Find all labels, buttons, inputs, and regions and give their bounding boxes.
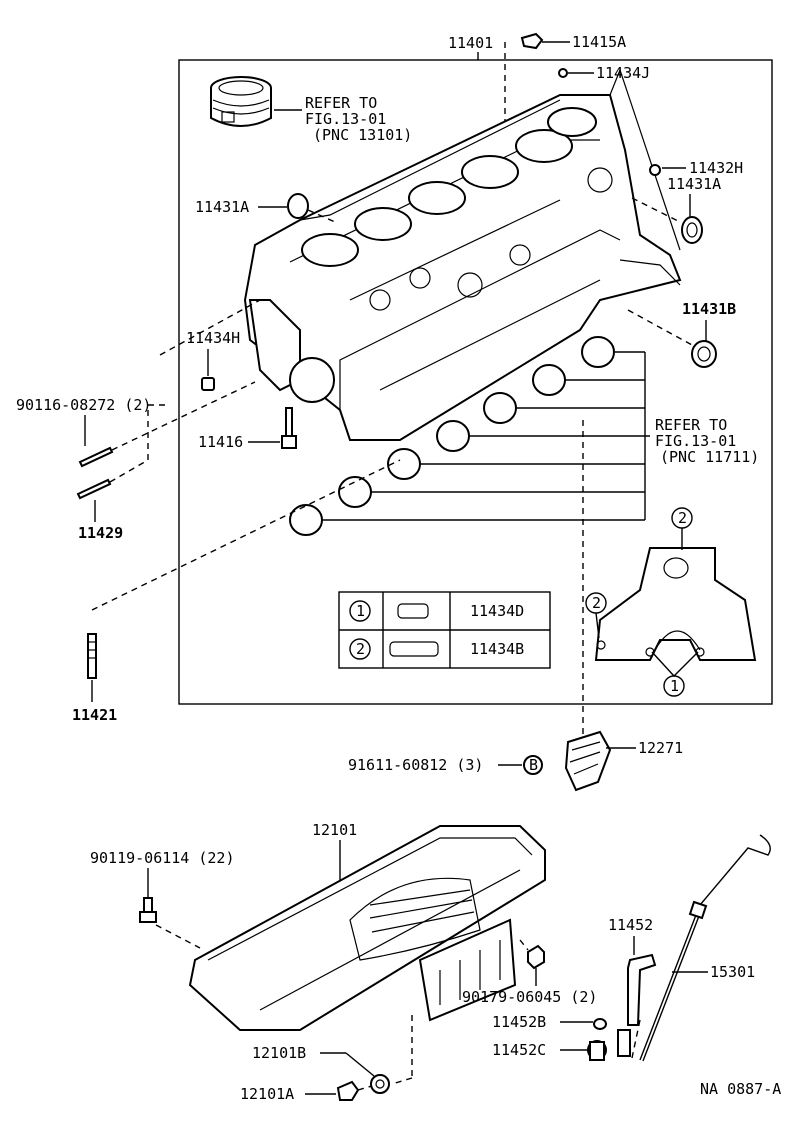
callout-90119: 90119-06114 (22) — [90, 849, 235, 867]
plug-11432H — [649, 164, 661, 176]
callout-11452: 11452 — [608, 916, 653, 934]
callout-11434H: 11434H — [186, 329, 240, 347]
callout-90116: 90116-08272 (2) — [16, 396, 151, 414]
bolt-90119 — [139, 897, 157, 923]
seal-11431B — [691, 340, 717, 368]
inset-marker-bottom-num: 1 — [670, 677, 679, 695]
callout-11415A: 11415A — [572, 33, 626, 51]
diagram-id: NA 0887-A — [700, 1080, 781, 1098]
oil-pan-12101-icon — [188, 825, 546, 1031]
callout-15301: 15301 — [710, 963, 755, 981]
callout-11421: 11421 — [72, 706, 117, 724]
bolt-letter-B: B — [529, 756, 538, 774]
callout-91611: 91611-60812 (3) — [348, 756, 483, 774]
seal-11431A-left — [287, 193, 309, 219]
callout-11416: 11416 — [198, 433, 243, 451]
legend-num-2: 2 — [356, 640, 365, 658]
refer-note-2-line2: FIG.13-01 — [655, 432, 736, 450]
dowel-11434H — [201, 377, 215, 391]
stud-90116 — [78, 446, 114, 468]
refer-note-2-line1: REFER TO — [655, 416, 727, 434]
dipstick-15301-icon — [639, 834, 771, 1062]
bearing-leader-lines — [322, 351, 650, 521]
main-frame — [178, 59, 773, 705]
refer-note-1-line2: FIG.13-01 — [305, 110, 386, 128]
callout-11431B: 11431B — [682, 300, 736, 318]
callout-12101: 12101 — [312, 821, 357, 839]
oil-strainer-12271-icon — [564, 730, 612, 792]
legend-num-1: 1 — [356, 602, 365, 620]
cylinder-block-icon — [243, 68, 682, 441]
bolt-91611 — [523, 755, 543, 775]
piston-icon — [210, 76, 272, 127]
legend-part-2: 11434B — [470, 640, 524, 658]
seal-11431A-right — [681, 216, 703, 244]
refer-note-2-line3: (PNC 11711) — [660, 448, 759, 466]
dipstick-guide-11452-icon — [627, 953, 657, 1026]
callout-12271: 12271 — [638, 739, 683, 757]
inset-marker-left-num: 2 — [592, 594, 601, 612]
callout-12101B: 12101B — [252, 1044, 306, 1062]
ring-11452B — [593, 1018, 607, 1030]
callout-11429: 11429 — [78, 524, 123, 542]
callout-11401: 11401 — [448, 34, 493, 52]
legend-part-1: 11434D — [470, 602, 524, 620]
bolt-11416 — [281, 407, 297, 449]
pin-11434J — [558, 68, 568, 78]
inset-marker-top-num: 2 — [678, 509, 687, 527]
legend-table — [338, 591, 551, 669]
stud-11421 — [87, 633, 97, 679]
refer-note-1-line1: REFER TO — [305, 94, 377, 112]
callout-11434J: 11434J — [596, 64, 650, 82]
bearing-cap-inset-icon — [594, 547, 757, 661]
refer-note-1-line3: (PNC 13101) — [313, 126, 412, 144]
tube-seal — [617, 1029, 631, 1057]
nut-90179 — [527, 944, 545, 970]
callout-11452C: 11452C — [492, 1041, 546, 1059]
plug-11415A — [520, 32, 570, 50]
stud-11429 — [76, 478, 112, 500]
callout-90179: 90179-06045 (2) — [462, 988, 597, 1006]
gasket-12101B — [370, 1074, 390, 1094]
callout-11431A-left: 11431A — [195, 198, 249, 216]
drain-plug-12101A — [336, 1080, 360, 1101]
callout-11432H: 11432H — [689, 159, 743, 177]
callout-11431A-right: 11431A — [667, 175, 721, 193]
callout-11452B: 11452B — [492, 1013, 546, 1031]
callout-12101A: 12101A — [240, 1085, 294, 1103]
seal-11452C — [587, 1040, 607, 1061]
